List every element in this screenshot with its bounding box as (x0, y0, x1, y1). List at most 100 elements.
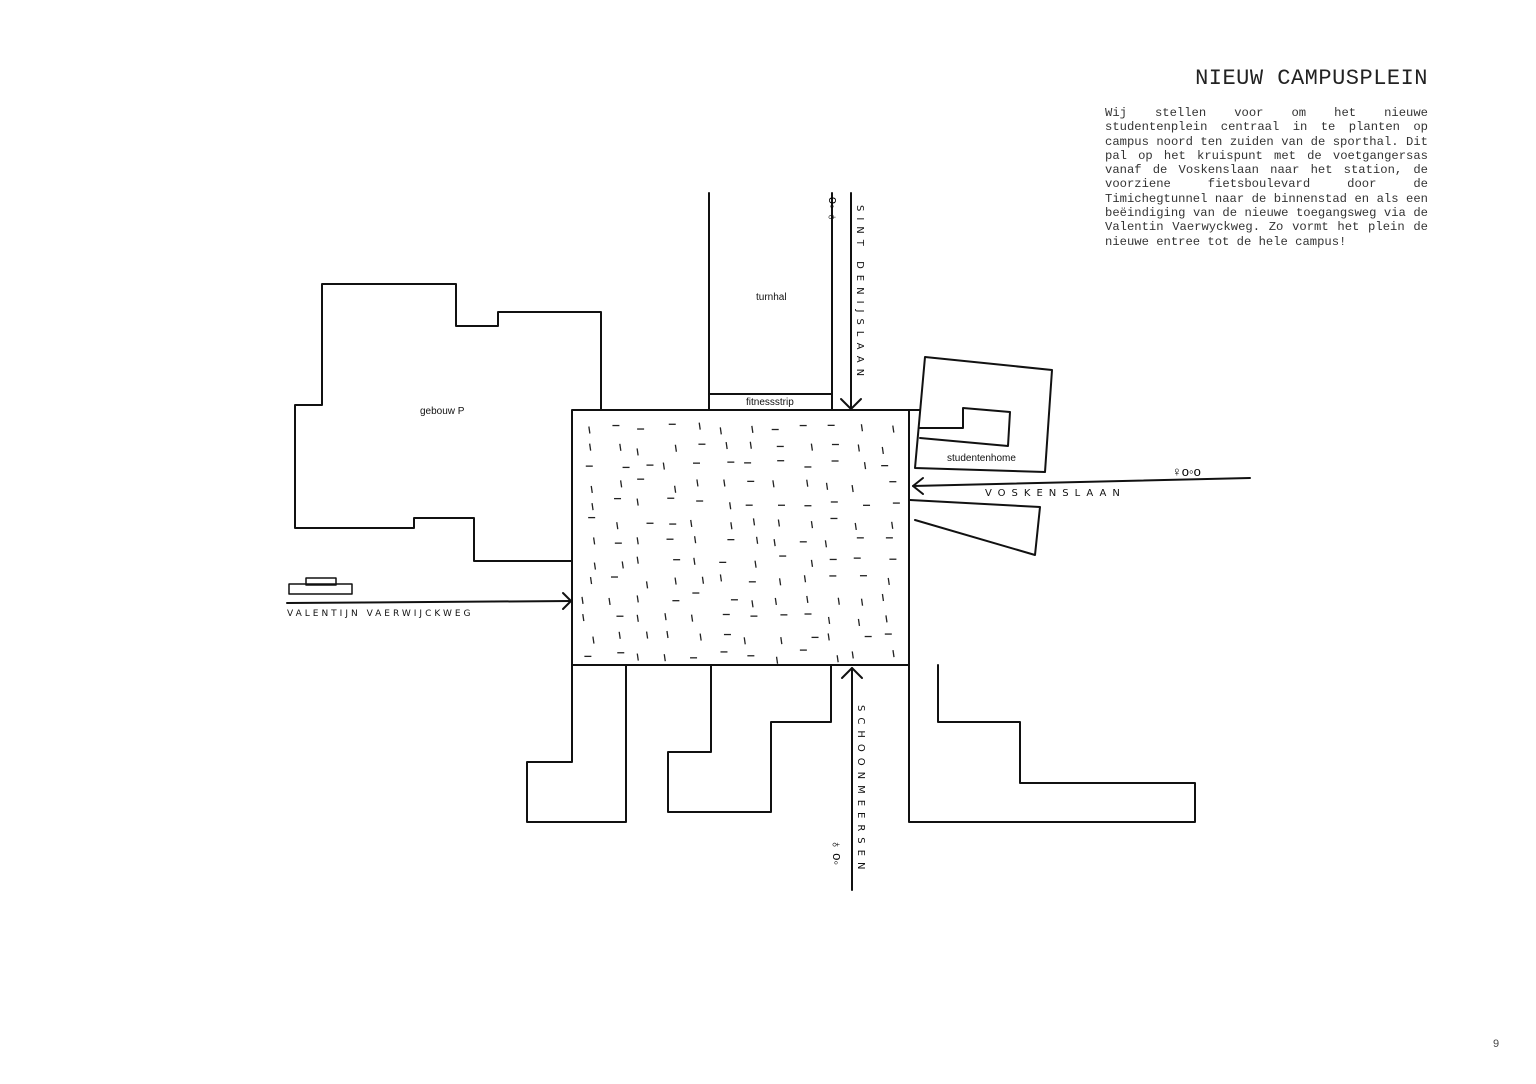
label-road-south: SCHOONMEERSEN (855, 705, 866, 875)
paving-dash (690, 614, 694, 622)
paving-dash (618, 631, 621, 639)
paving-dash (743, 637, 746, 645)
paving-dash (892, 425, 895, 433)
studentenhome-outline (914, 356, 1053, 473)
page-number: 9 (1493, 1038, 1500, 1050)
paving-dash (780, 637, 783, 645)
label-turnhal: turnhal (756, 292, 787, 303)
paving-dash (608, 597, 611, 606)
paving-dash (581, 596, 584, 604)
paving-dash (773, 539, 776, 547)
building-south-2 (667, 664, 832, 813)
paving-dash (854, 522, 857, 531)
paving-dash (851, 651, 854, 659)
pedestrian-cyclist-icon: ◦o ♀ (828, 840, 843, 865)
paving-dash (810, 559, 814, 567)
paving-dash (824, 540, 828, 548)
paving-dash (755, 536, 759, 544)
label-road-east: VOSKENSLAAN (985, 488, 1126, 499)
paving-dash (616, 522, 619, 530)
paving-dash (663, 654, 666, 662)
paving-dash (810, 521, 814, 529)
paving-dash (590, 485, 593, 494)
paving-dash (673, 485, 677, 493)
paving-dash (827, 616, 831, 625)
paving-dash (778, 578, 782, 586)
paving-dash (827, 633, 830, 641)
paving-dash (836, 655, 839, 663)
paving-dash (885, 615, 888, 623)
paving-dash (837, 597, 840, 605)
road-east (912, 477, 1251, 487)
pedestrian-cyclist-icon: ♀o◦o (1172, 464, 1201, 479)
car-icon (288, 577, 353, 595)
paving-dash (881, 446, 884, 455)
paving-dash (636, 448, 639, 456)
paving-dash (690, 519, 693, 528)
paving-dash (701, 576, 705, 584)
paving-dash (696, 479, 699, 487)
paving-dash (863, 462, 867, 470)
paving-dash (754, 560, 757, 568)
paving-dash (719, 574, 723, 582)
paving-dash (582, 613, 585, 622)
paving-dash (619, 443, 622, 451)
label-road-north: SINT DENIJSLAAN (854, 205, 865, 382)
paving-dash (857, 444, 860, 452)
paving-dash (674, 444, 678, 452)
paving-dash (887, 577, 890, 586)
building-south-3 (908, 664, 1196, 823)
paving-dash (860, 424, 864, 432)
label-gebouw-p: gebouw P (420, 406, 465, 417)
paving-dash (621, 561, 624, 569)
paving-dash (593, 562, 597, 570)
paving-dash (881, 593, 885, 602)
paving-dash (803, 575, 807, 583)
label-road-west: VALENTIJN VAERWIJCKWEG (287, 609, 474, 619)
paving-dash (892, 650, 895, 658)
paving-dash (636, 614, 639, 622)
arrow-south-icon (841, 667, 863, 679)
paving-dash (752, 518, 756, 526)
paving-dash (698, 422, 701, 430)
paving-dash (589, 576, 593, 585)
paving-dash (751, 425, 754, 433)
paving-dash (645, 631, 649, 639)
page-title: NIEUW CAMPUSPLEIN (1195, 66, 1428, 91)
paving-dash (772, 480, 775, 488)
paving-dash (636, 537, 639, 545)
paving-dash (591, 503, 594, 511)
paving-dash (666, 630, 669, 639)
paving-dash (592, 537, 596, 545)
paving-dash (693, 536, 697, 544)
paving-dash (699, 633, 702, 641)
paving-dash (723, 479, 726, 487)
paving-dash (774, 597, 777, 606)
paving-dash (664, 613, 667, 621)
paving-dash (857, 618, 861, 627)
paving-dash (645, 581, 649, 589)
paving-dash (860, 598, 864, 606)
paving-dash (749, 441, 752, 449)
paving-dash (636, 498, 639, 506)
paving-dash (588, 426, 591, 434)
building-east-lower (909, 499, 1041, 556)
paving-dash (806, 595, 809, 604)
square-paving-pattern (581, 422, 900, 664)
paving-dash (825, 482, 829, 490)
paving-dash (719, 427, 722, 435)
paving-dash (693, 557, 696, 565)
building-south-1 (526, 664, 627, 823)
paving-dash (810, 443, 814, 451)
building-studentenhome (919, 407, 1011, 447)
paving-dash (775, 656, 779, 664)
paving-dash (592, 636, 595, 644)
road-west (286, 600, 572, 604)
pedestrian-cyclist-icon: ♀ ◦o (824, 197, 839, 222)
paving-dash (891, 521, 894, 529)
arrow-west-icon (562, 592, 572, 610)
paving-dash (619, 480, 623, 488)
paving-dash (730, 522, 733, 530)
arrow-east-icon (912, 477, 924, 495)
